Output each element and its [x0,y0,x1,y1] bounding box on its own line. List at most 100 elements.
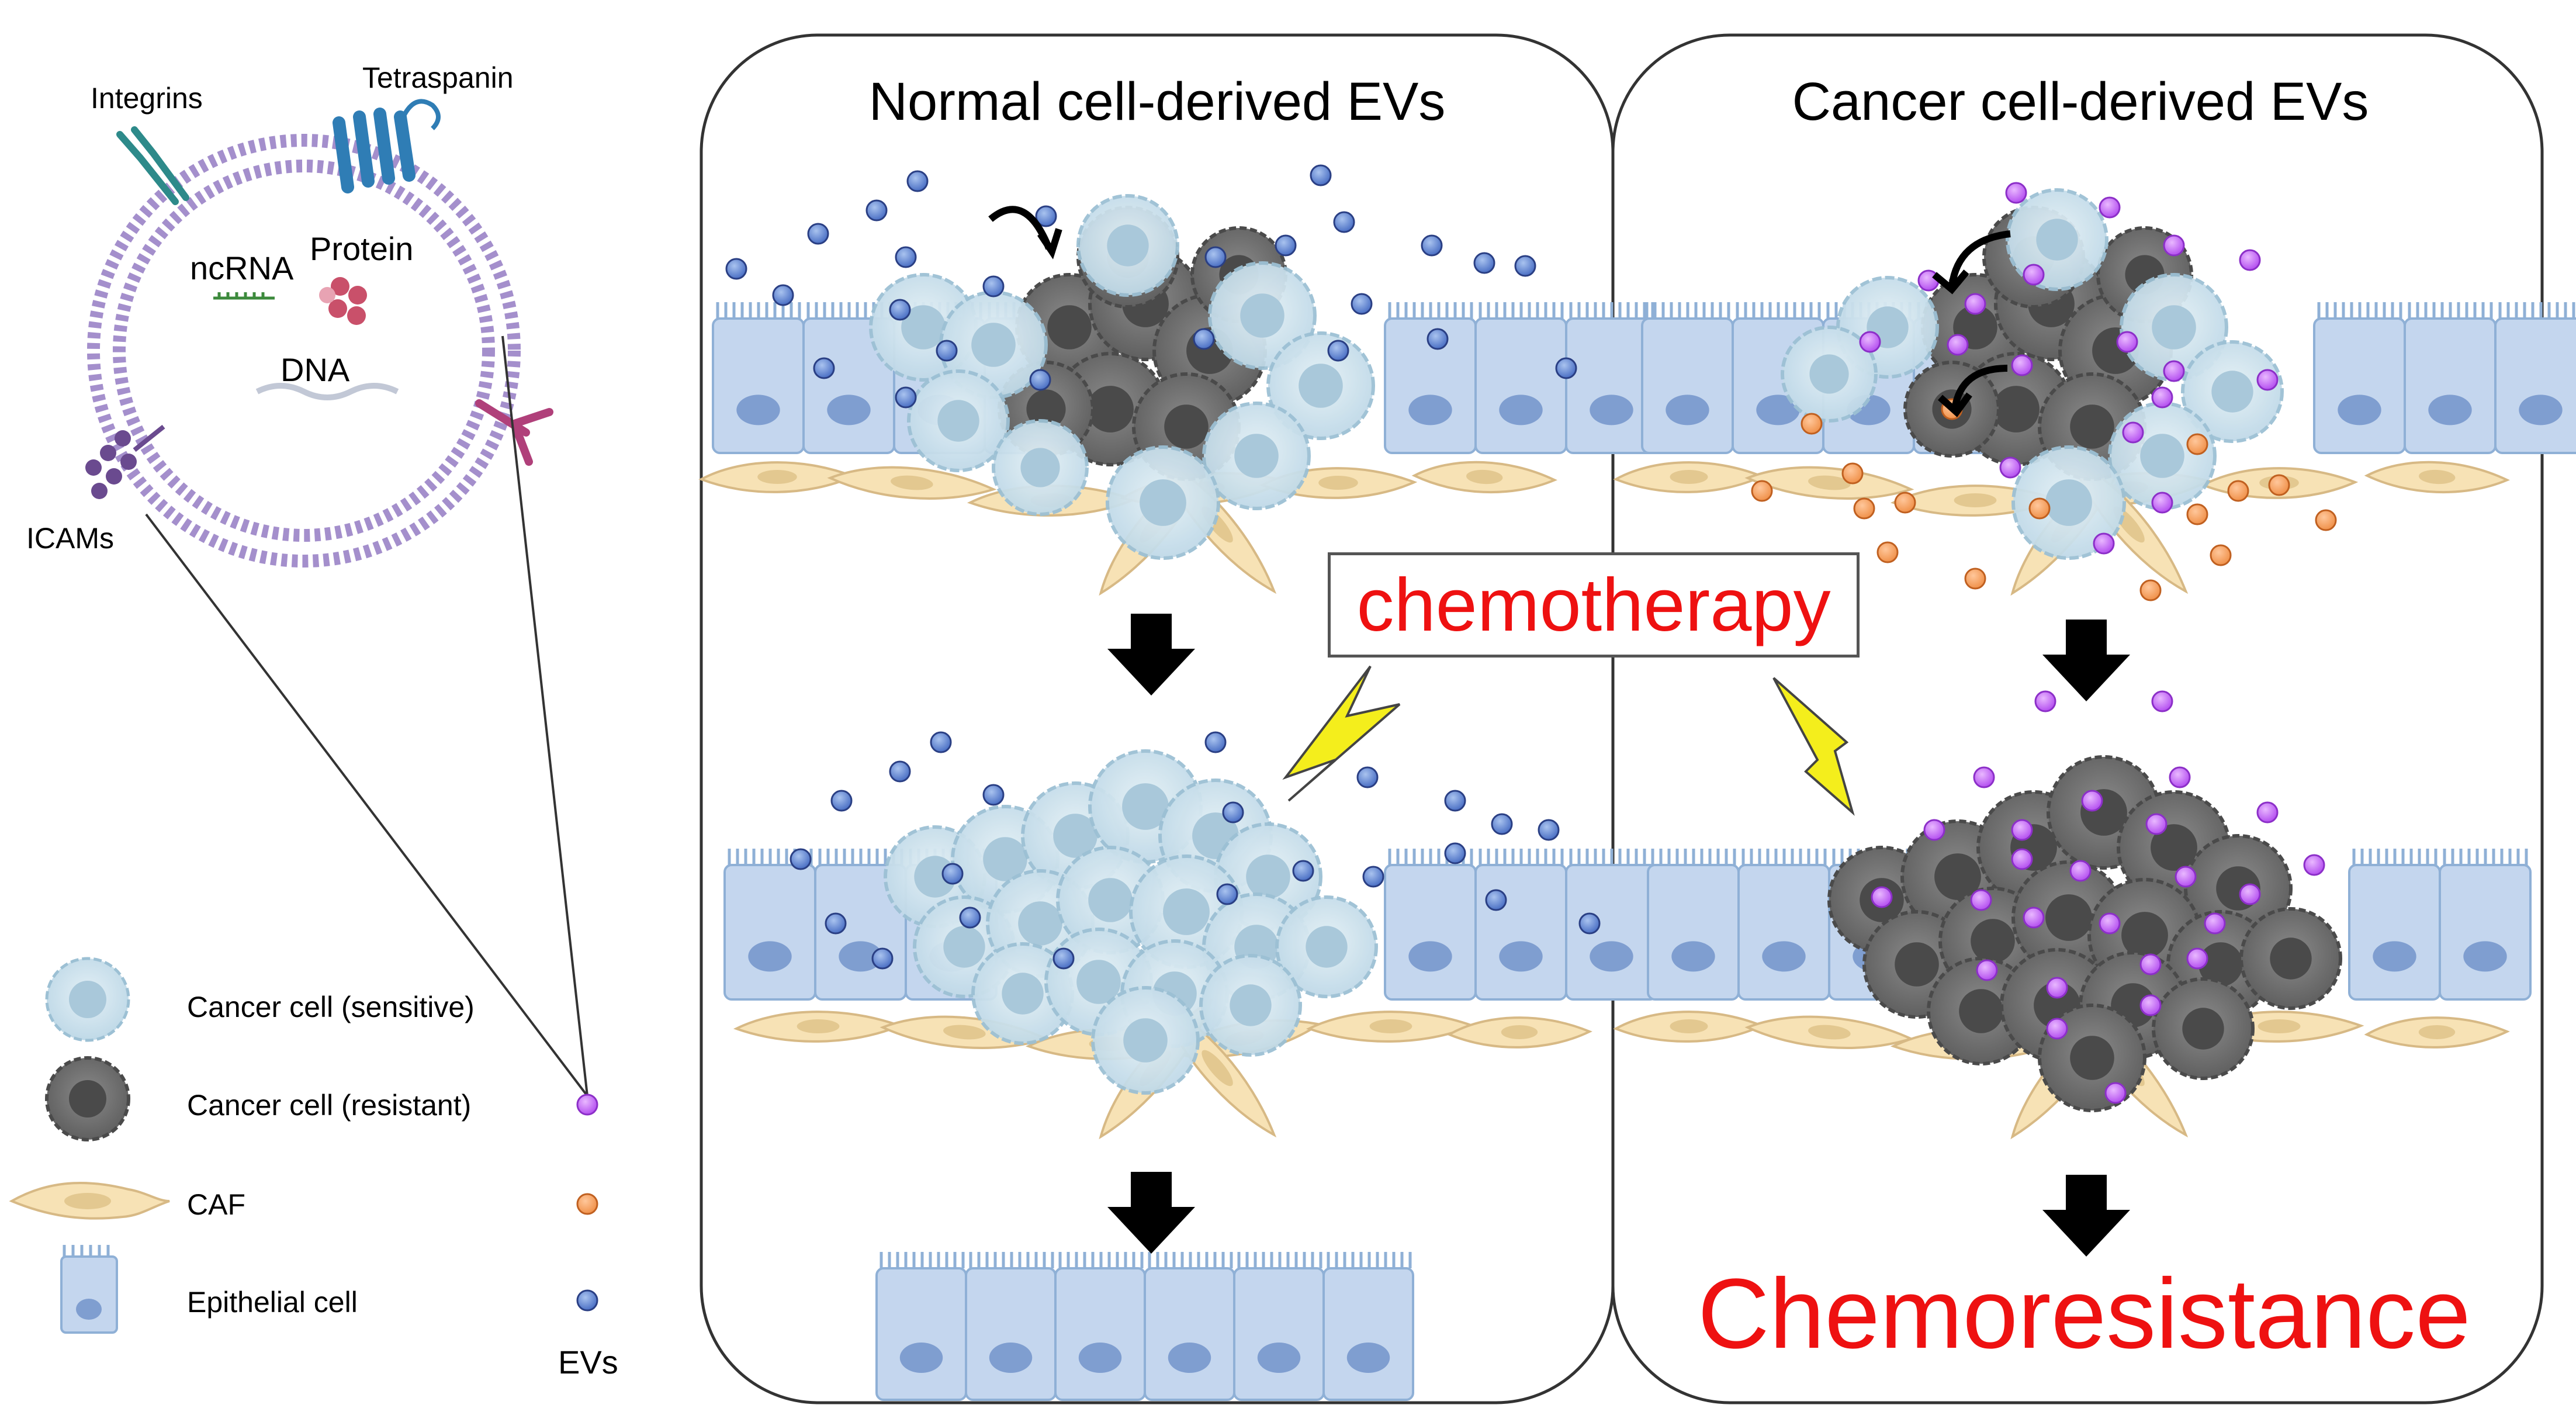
epithelial-cell [1054,1252,1146,1401]
chemoresistance-label: Chemoresistance [1698,1258,2471,1369]
tetraspanin-icon [333,108,416,193]
arrow-cancer-2 [2042,1175,2130,1257]
ev-blue [871,947,894,970]
sensitive-cancer-cell [1208,261,1317,370]
icams-label: ICAMs [26,522,114,555]
ev-blue-icon [576,1289,598,1312]
ev-purple [2169,766,2191,788]
epithelial-cell [1474,849,1567,1001]
ev-purple [2204,912,2226,935]
ev-blue [1538,819,1560,841]
ev-purple [2151,492,2173,514]
ev-purple-icon [576,1094,598,1116]
ev-blue [895,386,917,409]
ev-purple [1947,334,1969,356]
ev-orange [2186,503,2208,525]
ev-purple [2116,331,2138,353]
ev-purple [1976,959,1998,981]
ev-blue [1275,234,1297,257]
ev-blue [790,848,812,870]
ev-blue [959,907,981,929]
epithelial-cell [1641,302,1734,454]
ev-blue [1310,164,1332,186]
receptor-icon [475,399,553,466]
ev-blue [895,246,917,268]
ev-blue [830,790,853,812]
epithelial-cell [1737,849,1830,1001]
epithelial-cell [712,302,805,454]
ev-orange [1894,492,1916,514]
down-arrows [1107,614,2130,1257]
cancer-panel [1611,33,2544,1404]
ncrna-icon [213,292,275,300]
ev-purple [1859,331,1881,353]
sensitive-cancer-cell [1266,331,1375,440]
epithelial-cell [1384,849,1477,1001]
ev-blue [936,340,958,362]
cancer-panel-title: Cancer cell-derived EVs [1792,72,2369,132]
caf-cell [1446,1016,1592,1049]
ev-blue [889,299,911,321]
legend-label-caf: CAF [187,1188,245,1221]
ev-purple [2239,249,2261,271]
sensitive-cancer-cell [939,290,1048,399]
epithelial-cell [1647,849,1740,1001]
caf-icon [9,1182,170,1220]
ev-purple [2046,977,2068,999]
ev-purple [2081,790,2103,812]
ev-purple [2163,234,2185,257]
ev-blue [1193,328,1215,350]
ev-blue [1514,255,1536,277]
sensitive-cancer-cell [1202,402,1311,510]
ev-orange-icon [576,1193,598,1215]
ev-orange [2186,433,2208,455]
ev-orange [2028,497,2051,520]
ev-orange [2210,544,2232,566]
ev-purple [2145,813,2168,835]
ev-purple [2139,994,2162,1016]
ev-purple [2069,860,2092,882]
integrins-label: Integrins [91,82,203,115]
ev-blue [941,863,964,885]
ev-purple [2023,264,2045,286]
ev-blue [813,357,835,379]
legend-label-resistant: Cancer cell (resistant) [187,1089,471,1122]
integrin-icon [116,126,189,205]
legend [9,957,598,1334]
resistant-cancer-cell-icon [45,1056,130,1141]
dna-icon [255,383,399,400]
ev-purple [2104,1082,2127,1104]
caf-cell [827,466,997,500]
caf-cell [2364,461,2510,494]
protein-icon [319,277,367,325]
ev-blue [1356,766,1379,788]
sensitive-cancer-cell-icon [45,957,130,1042]
ev-purple [1973,766,1995,788]
caf-cell [1613,461,1765,493]
ev-purple [2011,819,2033,841]
ev-purple [2239,883,2261,905]
sensitive-cancer-cell [1091,986,1200,1095]
ev-purple [1970,889,1992,911]
ev-purple [2256,801,2279,824]
epithelial-cell [1144,1252,1235,1401]
legend-label-sensitive: Cancer cell (sensitive) [187,991,475,1023]
caf-cell [1613,1011,1765,1043]
chemotherapy-box: chemotherapy [1328,552,1860,658]
ev-blue [906,170,929,192]
ev-blue [725,258,747,280]
ev-blue [1578,912,1601,935]
ev-purple [1999,456,2021,479]
ev-blue [1327,340,1349,362]
ev-blue [1351,293,1373,315]
sensitive-cancer-cell [907,369,1010,472]
vesicle-membrane-outer [87,134,521,568]
sensitive-cancer-cell [2011,445,2126,560]
ev-blue [1333,211,1355,233]
ev-orange [1964,568,1986,590]
epithelial-cell [1474,302,1567,454]
lightning-bolt-left-icon [1282,665,1401,802]
epithelial-cell [1384,302,1477,454]
ev-blue [1362,866,1384,888]
